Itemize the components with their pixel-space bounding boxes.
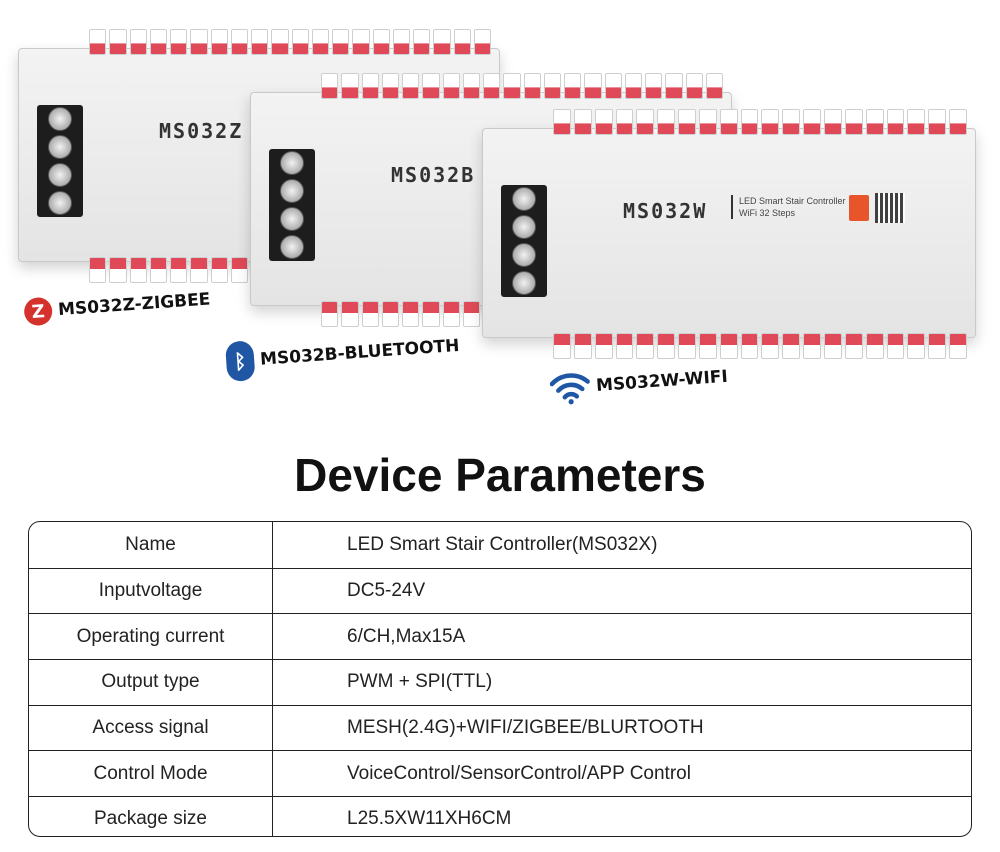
- table-row: Operating current 6/CH,Max15A: [29, 613, 971, 660]
- param-name: Access signal: [29, 705, 273, 751]
- terminal-pins-top: [553, 109, 967, 135]
- table-row: Output type PWM + SPI(TTL): [29, 659, 971, 705]
- parameters-table: Name LED Smart Stair Controller(MS032X) …: [28, 521, 972, 837]
- table-row: Inputvoltage DC5-24V: [29, 567, 971, 614]
- param-name: Name: [29, 522, 273, 568]
- param-value: VoiceControl/SensorControl/APP Control: [347, 762, 691, 784]
- caption-wifi-text: MS032W-WIFI: [595, 366, 729, 396]
- param-name: Output type: [29, 660, 273, 705]
- param-name: Operating current: [29, 614, 273, 660]
- device-description-line1: LED Smart Stair Controller: [739, 196, 846, 206]
- table-row: Control Mode VoiceControl/SensorControl/…: [29, 750, 971, 797]
- zigbee-icon: Z: [23, 296, 54, 327]
- input-terminal-block: [37, 105, 83, 217]
- bluetooth-icon: ᛒ: [224, 340, 256, 383]
- param-value: MESH(2.4G)+WIFI/ZIGBEE/BLURTOOTH: [347, 717, 704, 739]
- input-terminal-block: [501, 185, 547, 297]
- param-value: L25.5XW11XH6CM: [347, 808, 512, 830]
- product-image: MS032Z MS032B MS032W LED Smart Stair Con…: [0, 0, 1000, 420]
- device-model-label: MS032B: [391, 163, 476, 187]
- input-terminal-block: [269, 149, 315, 261]
- table-row: Package size L25.5XW11XH6CM: [29, 796, 971, 836]
- param-value: PWM + SPI(TTL): [347, 671, 493, 693]
- device-description-line2: WiFi 32 Steps: [739, 208, 796, 218]
- caption-wifi: MS032W-WIFI: [549, 360, 729, 406]
- table-row: Access signal MESH(2.4G)+WIFI/ZIGBEE/BLU…: [29, 704, 971, 751]
- param-value: 6/CH,Max15A: [347, 625, 466, 647]
- section-title: Device Parameters: [294, 449, 706, 501]
- param-value: LED Smart Stair Controller(MS032X): [347, 533, 658, 555]
- wifi-icon: [549, 373, 591, 405]
- terminal-pins-top: [321, 73, 723, 99]
- caption-bluetooth-text: MS032B-BLUETOOTH: [259, 335, 461, 370]
- terminal-pins-bottom: [553, 333, 967, 359]
- device-description: LED Smart Stair Controller WiFi 32 Steps: [731, 195, 846, 219]
- device-model-label: MS032W: [623, 199, 708, 223]
- qr-code-icon: [875, 193, 905, 223]
- param-value: DC5-24V: [347, 580, 426, 602]
- tuya-badge-icon: [849, 195, 869, 221]
- caption-bluetooth: ᛒ MS032B-BLUETOOTH: [224, 326, 461, 383]
- caption-zigbee-text: MS032Z-ZIGBEE: [57, 289, 212, 321]
- device-model-label: MS032Z: [159, 119, 244, 143]
- terminal-pins-top: [89, 29, 491, 55]
- param-name: Package size: [29, 797, 273, 836]
- table-row: Name LED Smart Stair Controller(MS032X): [29, 522, 971, 568]
- device-ms032w: MS032W LED Smart Stair Controller WiFi 3…: [482, 109, 976, 359]
- param-name: Inputvoltage: [29, 568, 273, 614]
- caption-zigbee: Z MS032Z-ZIGBEE: [23, 286, 211, 327]
- param-name: Control Mode: [29, 751, 273, 797]
